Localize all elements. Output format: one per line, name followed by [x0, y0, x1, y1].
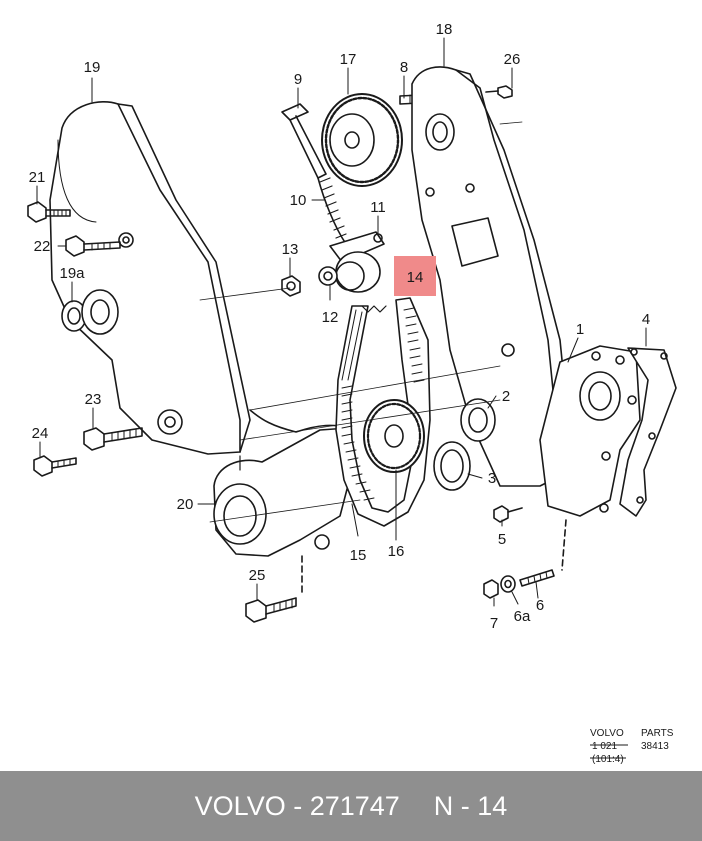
bolt-22 [65, 235, 121, 257]
callout-23: 23 [85, 391, 102, 408]
callout-5: 5 [498, 531, 506, 548]
callout-12: 12 [322, 309, 339, 326]
tensioner-rod [281, 103, 347, 245]
callout-13: 13 [282, 241, 299, 258]
stamp-line1-right: PARTS [641, 728, 674, 739]
bolt-26 [485, 85, 513, 99]
footer-callout-number: N - 14 [433, 790, 508, 821]
callout-10: 10 [290, 192, 307, 209]
parts-stamp: VOLVO PARTS 1 021 38413 (101:4) [590, 728, 674, 765]
callout-17: 17 [340, 51, 357, 68]
callout-22: 22 [34, 238, 51, 255]
callout-1: 1 [576, 321, 584, 338]
timing-belt [335, 297, 431, 527]
highlight-box [394, 256, 436, 296]
lower-timing-cover [213, 409, 353, 557]
callout-7: 7 [490, 615, 498, 632]
callout-11: 11 [370, 199, 386, 216]
callout-16: 16 [388, 543, 405, 560]
crankshaft-gear [363, 399, 425, 473]
callout-21: 21 [29, 169, 46, 186]
callout-3: 3 [488, 470, 496, 487]
stud-nut-washer [483, 519, 567, 599]
bolt-5 [493, 505, 523, 523]
tensioner-pulley [281, 231, 385, 297]
callout-6a: 6a [514, 608, 531, 625]
stamp-line2-right: 38413 [641, 741, 669, 752]
callout-4: 4 [642, 311, 650, 328]
callout-19: 19 [84, 59, 101, 76]
callout-26: 26 [504, 51, 521, 68]
crank-ring [433, 441, 471, 491]
bolt-23 [83, 409, 183, 451]
callout-9: 9 [294, 71, 302, 88]
footer-brand-part-number: VOLVO - 271747 [194, 790, 400, 821]
bolt-24 [33, 455, 77, 477]
camshaft-gear [321, 93, 403, 187]
crank-seal [460, 398, 496, 442]
bolt-25 [245, 555, 303, 623]
part-number-footer: VOLVO - 271747 N - 14 [0, 771, 702, 841]
stamp-line2-left: 1 021 [592, 741, 617, 752]
timing-belt-diagram: 19 21 22 19a 23 24 20 25 9 17 10 11 13 1… [27, 21, 677, 765]
bolt-21 [27, 201, 71, 223]
stamp-line3: (101:4) [592, 754, 624, 765]
callout-18: 18 [436, 21, 453, 38]
outer-timing-cover [49, 101, 251, 455]
callout-8: 8 [400, 59, 408, 76]
stamp-line1-left: VOLVO [590, 728, 624, 739]
callout-14: 14 [407, 269, 424, 286]
pump-gasket [619, 347, 677, 517]
callout-24: 24 [32, 425, 49, 442]
callout-25: 25 [249, 567, 266, 584]
callout-2: 2 [502, 388, 510, 405]
callout-19a: 19a [59, 265, 85, 282]
callout-20: 20 [177, 496, 194, 513]
callout-labels: 19 21 22 19a 23 24 20 25 9 17 10 11 13 1… [29, 21, 651, 632]
callout-15: 15 [350, 547, 367, 564]
leader-lines [36, 37, 647, 607]
seal-ring [61, 289, 119, 335]
callout-6: 6 [536, 597, 544, 614]
oil-pump-housing [539, 345, 641, 517]
